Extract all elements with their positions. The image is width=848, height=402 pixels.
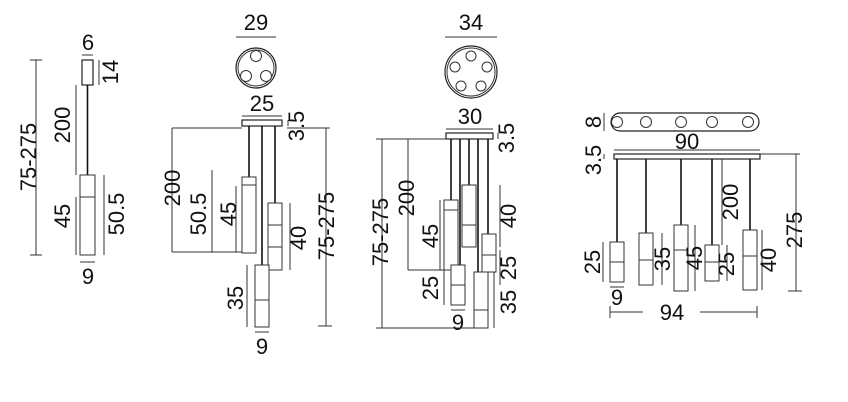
dim-overall-width: 94	[660, 300, 684, 325]
view-five-light-linear: 8 90 3.5 25 9 35 45 25 200 40	[580, 112, 807, 325]
dim-total-height: 75-275	[368, 198, 393, 267]
dim-shade-inner: 45	[216, 202, 241, 226]
dim-shade-a: 25	[580, 250, 605, 274]
shade	[267, 202, 283, 271]
top-view-shade	[675, 116, 687, 128]
shade	[742, 229, 758, 291]
dim-shade-total: 50.5	[104, 193, 129, 236]
dim-total-height: 75-275	[314, 192, 339, 261]
dim-shade-small-a: 25	[418, 276, 443, 300]
top-view-shade	[250, 50, 262, 62]
shade	[481, 233, 497, 273]
shade	[254, 264, 270, 328]
view-five-light-round: 34 30 3.5 75-275 200	[368, 10, 521, 335]
dim-shade-b: 35	[650, 247, 675, 271]
dim-shade-total: 50.5	[186, 193, 211, 236]
dim-shade-diameter: 9	[452, 310, 464, 335]
shade	[473, 271, 489, 329]
dim-cable-length: 200	[394, 180, 419, 217]
dim-shade-mid: 40	[286, 226, 311, 250]
dim-total-height: 275	[782, 212, 807, 249]
top-view-shade	[742, 116, 754, 128]
top-view-shade	[465, 50, 477, 62]
dim-shade-e: 40	[756, 248, 781, 272]
dim-canopy-height: 14	[98, 60, 123, 84]
dim-canopy-width: 25	[250, 91, 274, 116]
view-single-pendant: 6 14 200 75-275 45 50.5 9	[16, 30, 129, 289]
top-view-shade	[475, 80, 487, 92]
top-view-shade	[240, 70, 252, 82]
canopy	[241, 119, 283, 127]
dim-top-diameter: 29	[244, 10, 268, 35]
dim-shade-diameter: 9	[256, 334, 268, 359]
top-view-shade	[481, 61, 493, 73]
dim-shade-short: 35	[496, 290, 521, 314]
top-view-shade	[260, 70, 272, 82]
canopy-bar	[613, 153, 761, 160]
dim-cable-length: 200	[50, 107, 75, 144]
dim-total-height: 75-275	[16, 123, 41, 192]
dim-cable-length: 200	[718, 184, 743, 221]
dim-shade-inner: 45	[50, 204, 75, 228]
dim-shade-short: 35	[223, 286, 248, 310]
dim-canopy-thickness: 3.5	[284, 111, 309, 142]
dim-canopy-thickness: 3.5	[494, 123, 519, 154]
shade	[638, 232, 654, 286]
dim-cable-length: 200	[160, 170, 185, 207]
dim-shade-inner: 45	[418, 224, 443, 248]
dim-shade-diameter: 9	[611, 285, 623, 310]
dim-bar-length: 90	[675, 129, 699, 154]
dim-shade-mid: 40	[496, 204, 521, 228]
dim-top-diameter: 34	[459, 10, 483, 35]
dim-canopy-width: 30	[458, 104, 482, 129]
dim-canopy-thickness: 3.5	[581, 145, 606, 176]
dim-bar-height: 8	[581, 116, 606, 128]
dim-shade-c: 45	[682, 246, 707, 270]
dim-shade-small-b: 25	[496, 256, 521, 280]
shade	[704, 244, 720, 282]
top-view-shade	[449, 61, 461, 73]
dim-shade-diameter: 9	[82, 264, 94, 289]
dim-shade-d: 25	[714, 252, 739, 276]
top-view-shade	[706, 116, 718, 128]
shade	[241, 176, 257, 254]
canopy	[445, 132, 494, 140]
view-three-light: 29 25 3.5 200 50.5 45	[160, 10, 339, 359]
shade	[461, 184, 477, 248]
shade	[673, 224, 689, 292]
shade	[79, 174, 96, 256]
top-view-rim	[446, 47, 496, 97]
dim-canopy-width: 6	[82, 30, 94, 55]
top-view-shade	[640, 116, 652, 128]
top-view-shade	[455, 80, 467, 92]
top-view-shade	[611, 116, 623, 128]
canopy	[81, 59, 94, 86]
